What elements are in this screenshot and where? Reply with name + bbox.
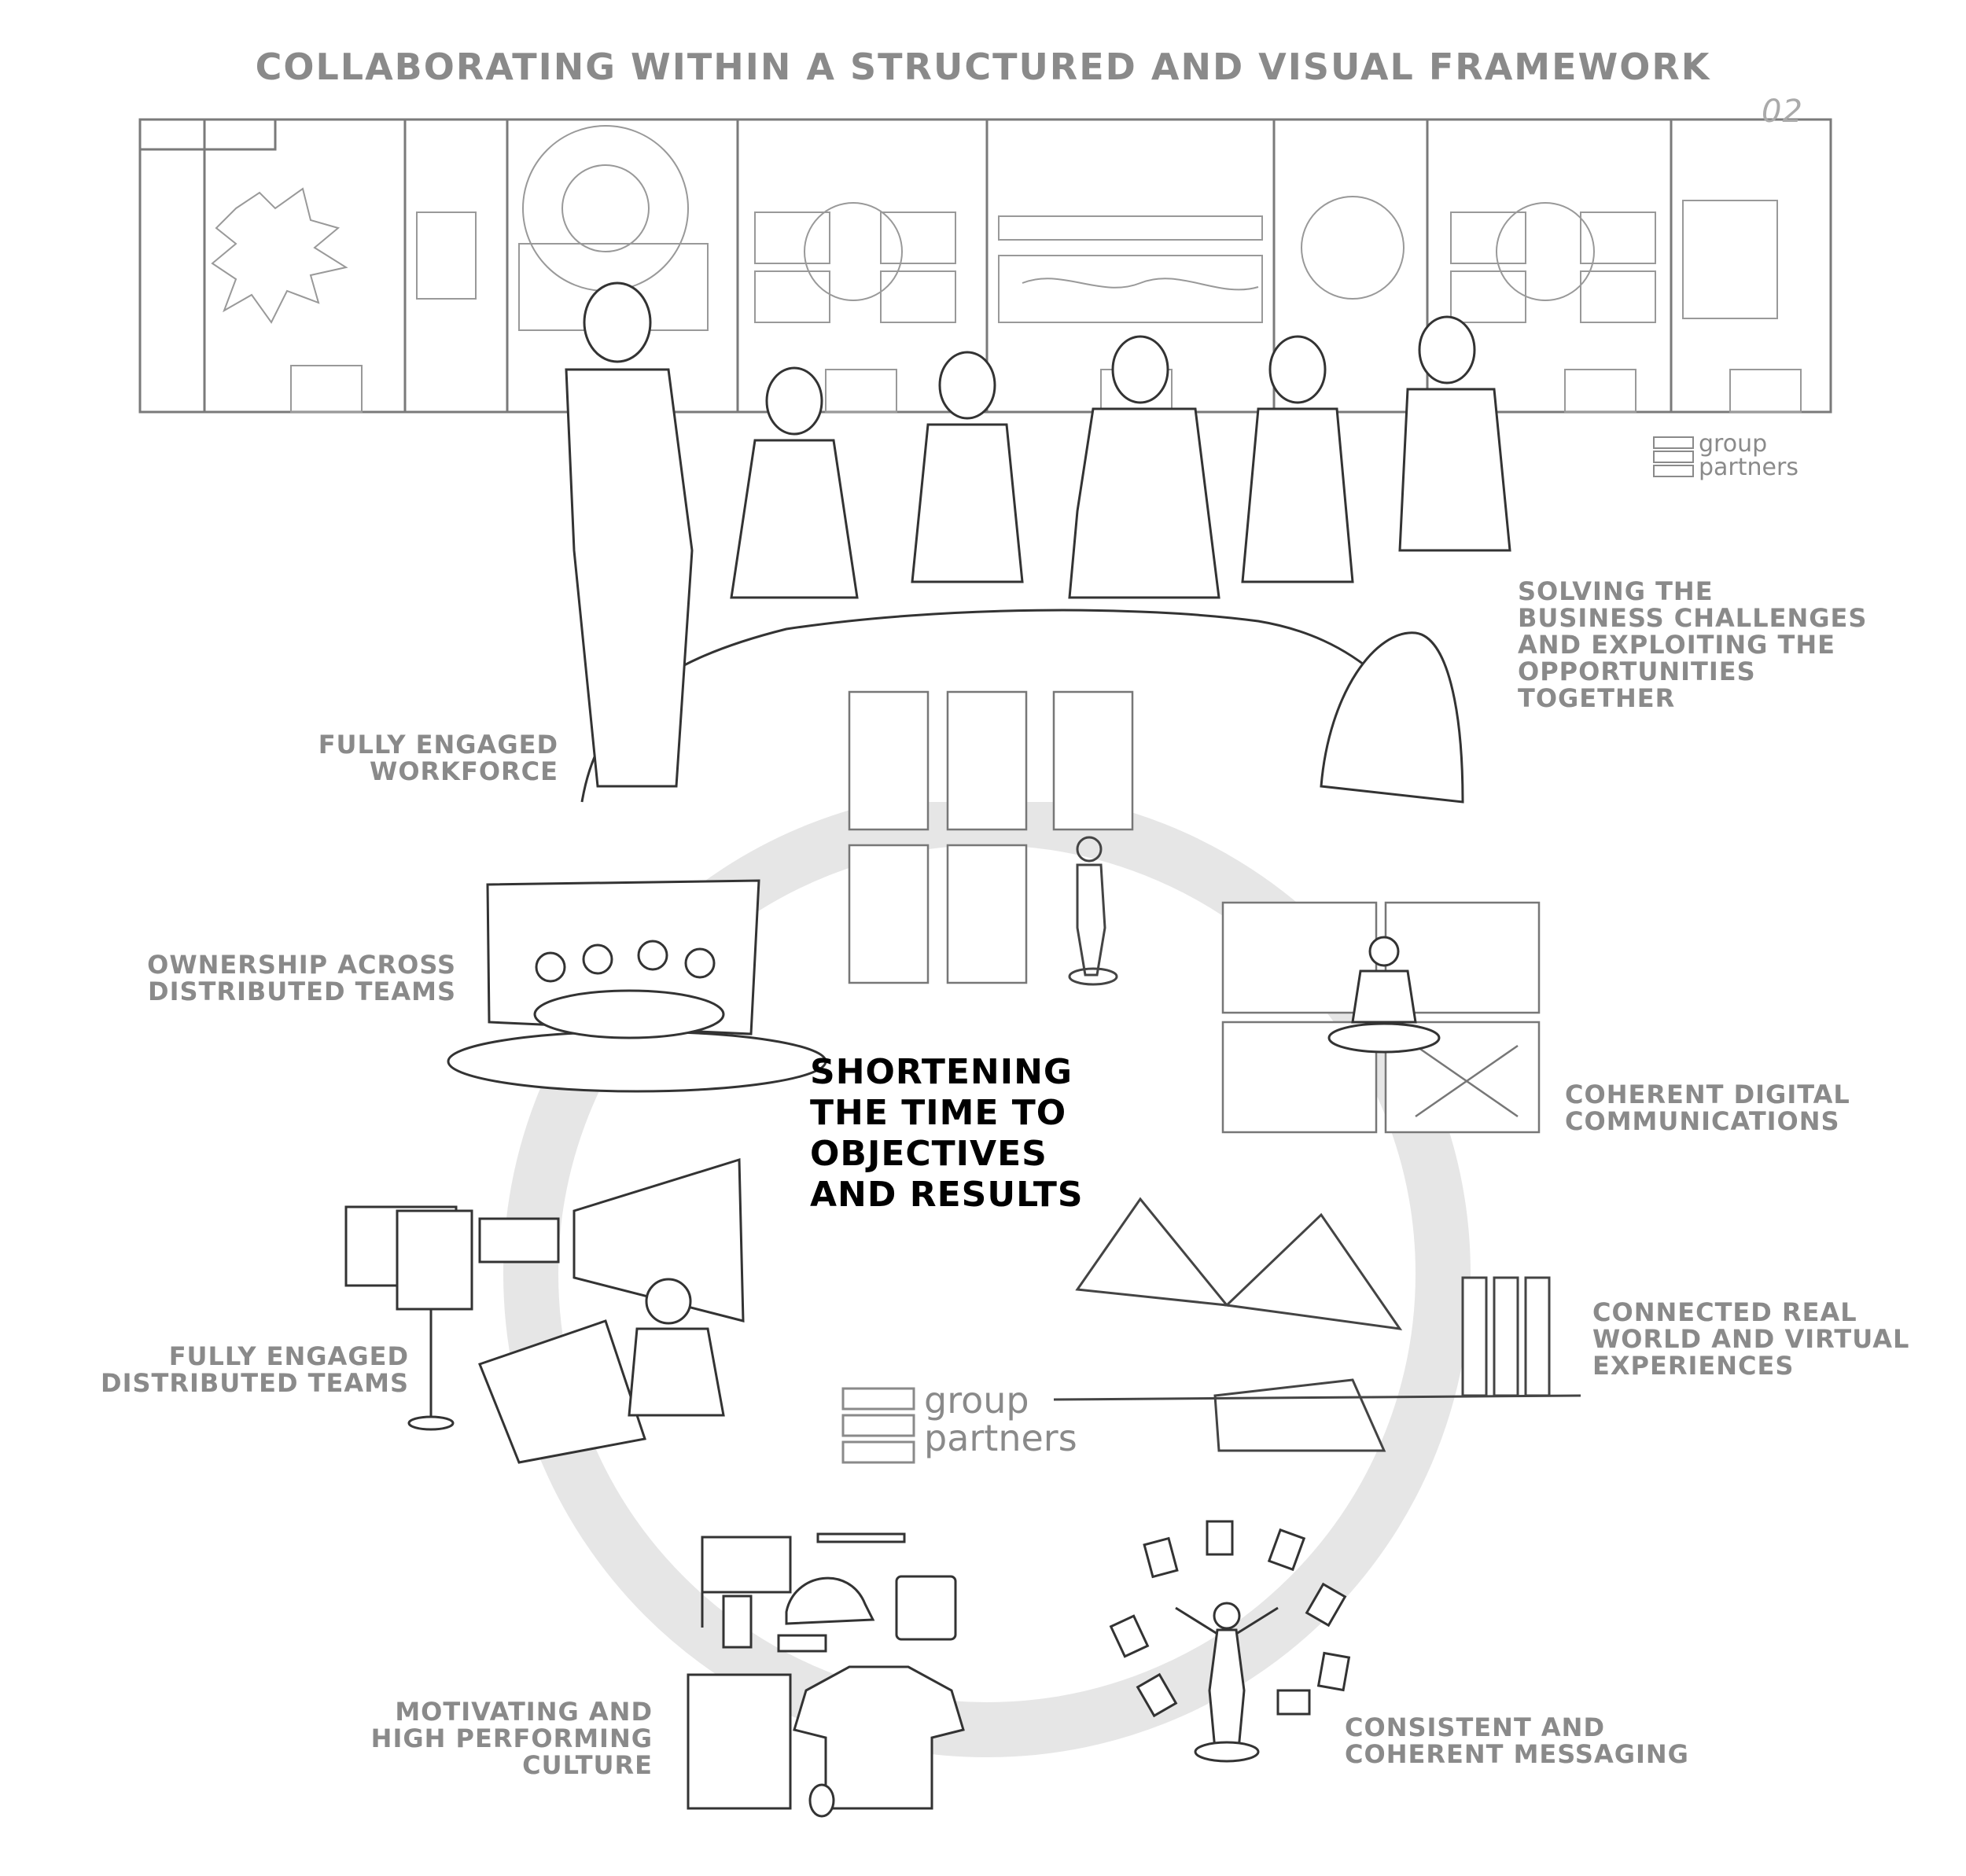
label-line: HIGH PERFORMING — [370, 1723, 653, 1753]
tablet-user-figure — [1327, 936, 1441, 1054]
label-ownership: OWNERSHIP ACROSS DISTRIBUTED TEAMS — [102, 951, 456, 1005]
messaging-figure — [1109, 1520, 1351, 1763]
center-line: SHORTENING — [810, 1052, 1073, 1092]
framework-wall — [138, 118, 1832, 414]
label-messaging: CONSISTENT AND COHERENT MESSAGING — [1345, 1714, 1689, 1767]
label-line: CONNECTED REAL — [1592, 1297, 1857, 1327]
label-line: COHERENT MESSAGING — [1345, 1739, 1689, 1769]
label-motivating: MOTIVATING AND HIGH PERFORMING CULTURE — [299, 1698, 653, 1779]
label-line: BUSINESS CHALLENGES — [1518, 603, 1868, 633]
center-line: AND RESULTS — [810, 1175, 1084, 1215]
digital-screens — [1221, 901, 1541, 1134]
center-line: OBJECTIVES — [810, 1134, 1047, 1174]
logo-word-group: group — [1699, 430, 1768, 458]
label-line: TOGETHER — [1518, 683, 1676, 713]
video-conference-scene — [344, 1157, 745, 1464]
page-title: COLLABORATING WITHIN A STRUCTURED AND VI… — [255, 46, 1711, 88]
ownership-meeting-scene — [447, 879, 827, 1093]
label-line: DISTRIBUTED TEAMS — [148, 977, 456, 1006]
label-line: WORLD AND VIRTUAL — [1592, 1324, 1910, 1354]
logo-word-group: group — [924, 1379, 1029, 1422]
logo-mark-center — [841, 1387, 915, 1464]
label-line: CONSISTENT AND — [1345, 1712, 1606, 1742]
label-line: SOLVING THE — [1518, 576, 1714, 606]
label-line: COHERENT DIGITAL — [1565, 1080, 1850, 1109]
panel-number: 02 — [1762, 94, 1803, 130]
logo-mark-top — [1653, 436, 1694, 477]
label-line: WORKFORCE — [370, 756, 558, 786]
label-line: CULTURE — [522, 1750, 653, 1780]
label-line: FULLY ENGAGED — [168, 1341, 409, 1371]
merchandise-items — [687, 1532, 965, 1818]
group-partners-logo-top: group partners — [1699, 432, 1798, 480]
logo-word-partners: partners — [1699, 454, 1798, 481]
label-solving: SOLVING THE BUSINESS CHALLENGES AND EXPL… — [1518, 578, 1867, 712]
center-line: THE TIME TO — [810, 1093, 1067, 1133]
center-statement: SHORTENING THE TIME TO OBJECTIVES AND RE… — [810, 1052, 1125, 1216]
label-line: OWNERSHIP ACROSS — [147, 950, 456, 980]
group-partners-logo-center: group partners — [924, 1381, 1077, 1457]
label-line: AND EXPLOITING THE — [1518, 630, 1835, 660]
label-line: EXPERIENCES — [1592, 1351, 1795, 1381]
label-line: COMMUNICATIONS — [1565, 1106, 1840, 1136]
label-line: DISTRIBUTED TEAMS — [101, 1368, 409, 1398]
label-distributed: FULLY ENGAGED DISTRIBUTED TEAMS — [55, 1343, 409, 1396]
mobile-screens — [848, 690, 1134, 984]
logo-word-partners: partners — [924, 1417, 1077, 1459]
label-workforce: FULLY ENGAGED WORKFORCE — [260, 731, 558, 785]
label-line: FULLY ENGAGED — [318, 730, 558, 760]
label-line: OPPORTUNITIES — [1518, 657, 1756, 686]
event-tent-scene — [1053, 1197, 1581, 1452]
phone-user-figure — [1068, 836, 1118, 986]
label-digital: COHERENT DIGITAL COMMUNICATIONS — [1565, 1081, 1850, 1135]
wall-sketches — [211, 125, 1802, 413]
crowd-illustration — [565, 281, 1511, 804]
label-connected: CONNECTED REAL WORLD AND VIRTUAL EXPERIE… — [1592, 1299, 1909, 1379]
label-line: MOTIVATING AND — [395, 1697, 653, 1727]
